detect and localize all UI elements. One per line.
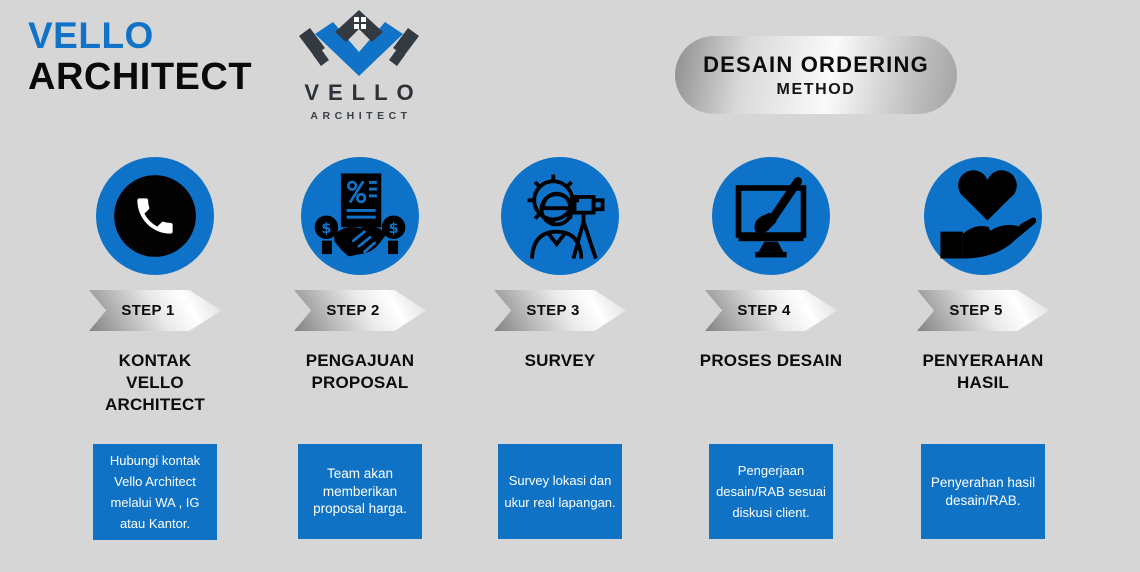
step-3-banner-label: STEP 3: [526, 302, 580, 319]
proposal-handshake-icon: $ $: [314, 173, 406, 257]
phone-icon: [114, 175, 196, 257]
brand-name-top: VELLO: [28, 15, 154, 56]
step-5-description: Penyerahan hasil desain/RAB.: [921, 444, 1045, 539]
svg-text:$: $: [321, 220, 331, 237]
surveyor-icon: [527, 174, 605, 260]
brand-wordmark: VELLO ARCHITECT: [28, 15, 253, 99]
svg-text:$: $: [389, 220, 399, 237]
step-column-2: $ $ STEP 2 PENGAJUAN PROPOSAL Team akan …: [270, 157, 450, 557]
badge-title: DESAIN ORDERING: [703, 51, 929, 77]
step-1-banner-label: STEP 1: [121, 302, 175, 319]
step-2-description: Team akan memberikan proposal harga.: [298, 444, 422, 539]
step-5-banner-label: STEP 5: [949, 302, 1003, 319]
step-5-icon-circle: [924, 157, 1042, 275]
step-2-title: PENGAJUAN PROPOSAL: [305, 351, 415, 392]
logo-subtitle: ARCHITECT: [310, 110, 412, 122]
step-2-banner: STEP 2: [294, 290, 426, 331]
step-4-title: PROSES DESAIN: [699, 351, 843, 370]
step-5-title: PENYERAHAN HASIL: [922, 351, 1044, 392]
step-2-banner-label: STEP 2: [326, 302, 380, 319]
step-4-description: Pengerjaan desain/RAB sesuai diskusi cli…: [709, 444, 833, 539]
step-4-banner: STEP 4: [705, 290, 837, 331]
step-4-icon-circle: [712, 157, 830, 275]
step-4-banner-label: STEP 4: [737, 302, 791, 319]
step-column-5: STEP 5 PENYERAHAN HASIL Penyerahan hasil…: [893, 157, 1073, 557]
badge-subtitle: METHOD: [776, 80, 856, 98]
step-column-4: STEP 4 PROSES DESAIN Pengerjaan desain/R…: [681, 157, 861, 557]
title-badge: DESAIN ORDERING METHOD: [675, 36, 957, 114]
step-3-banner: STEP 3: [494, 290, 626, 331]
step-5-banner: STEP 5: [917, 290, 1049, 331]
vello-logo-icon: [299, 10, 419, 76]
logo-name: VELLO: [304, 80, 423, 105]
step-3-title: SURVEY: [524, 351, 596, 370]
step-1-icon-circle: [96, 157, 214, 275]
step-1-title: KONTAK VELLO ARCHITECT: [104, 351, 205, 414]
design-monitor-icon: [735, 177, 807, 258]
step-column-1: STEP 1 KONTAK VELLO ARCHITECT Hubungi ko…: [65, 157, 245, 557]
step-column-3: STEP 3 SURVEY Survey lokasi dan ukur rea…: [470, 157, 650, 557]
brand-name-bottom: ARCHITECT: [28, 56, 253, 98]
step-1-banner: STEP 1: [89, 290, 221, 331]
step-3-icon-circle: [501, 157, 619, 275]
step-2-icon-circle: $ $: [301, 157, 419, 275]
step-3-description: Survey lokasi dan ukur real lapangan.: [498, 444, 622, 539]
heart-in-hand-icon: [940, 170, 1037, 259]
step-1-description: Hubungi kontak Vello Architect melalui W…: [93, 444, 217, 541]
brand-logo: VELLO ARCHITECT: [283, 8, 435, 122]
